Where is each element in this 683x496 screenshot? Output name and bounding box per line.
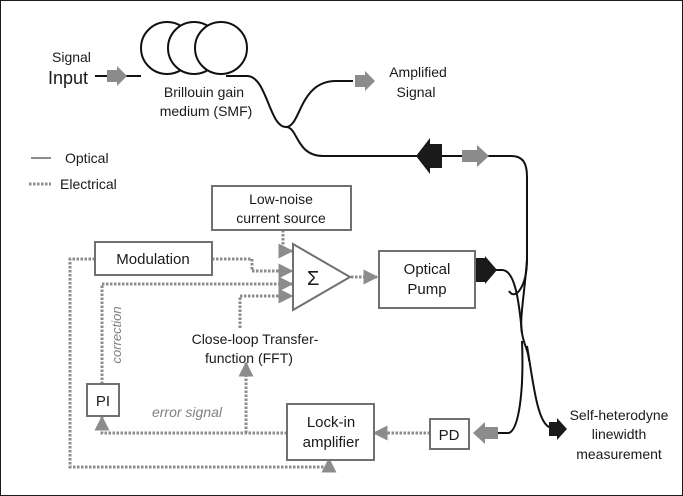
elec-modulation-to-lockin [68, 257, 337, 473]
box-lockin: Lock-in amplifier [286, 403, 375, 461]
current-source-label-2: current source [236, 210, 326, 226]
selfhet-label-3: measurement [576, 446, 662, 462]
elec-error-to-pi [94, 415, 287, 435]
fiber-amplified-out [285, 80, 353, 128]
transfer-label-1: Close-loop Transfer- [192, 331, 319, 347]
fiber-spool-to-coupler [226, 75, 287, 128]
forward-signal-arrow-icon [462, 145, 489, 167]
optical-fiber-paths [95, 75, 556, 434]
optical-pump-box [378, 250, 476, 309]
fiber-to-pd [493, 340, 524, 434]
pd-input-arrow-icon [473, 422, 498, 444]
optical-arrows [107, 66, 567, 444]
transfer-label-2: function (FFT) [205, 350, 293, 366]
legend-optical-label: Optical [65, 150, 109, 166]
elec-modulation-to-sum [212, 257, 294, 279]
gain-medium-label-1: Brillouin gain [164, 84, 244, 100]
elec-correction-to-sum [100, 276, 294, 384]
selfhet-label-1: Self-heterodyne [570, 407, 669, 423]
elec-transfer-to-sum [238, 288, 294, 328]
sum-symbol: Σ [307, 268, 319, 290]
elec-current-to-sum [278, 230, 294, 259]
box-pd: PD [429, 418, 470, 450]
pi-box [86, 383, 120, 417]
pi-label: PI [96, 393, 110, 410]
legend: Optical Electrical [29, 150, 117, 192]
modulation-label: Modulation [116, 251, 189, 268]
lockin-label-2: amplifier [303, 434, 360, 451]
current-source-label-1: Low-noise [249, 191, 313, 207]
amplified-label-2: Signal [397, 84, 436, 100]
current-source-box [211, 185, 352, 231]
fiber-spools [140, 21, 248, 75]
modulation-box [94, 241, 213, 276]
error-signal-label: error signal [152, 404, 223, 420]
lockin-box [286, 403, 375, 461]
fiber-loop-top [285, 126, 528, 296]
signal-label-2: Input [48, 68, 88, 88]
box-optical-pump: Optical Pump [378, 250, 476, 309]
summer-triangle [292, 242, 352, 312]
gain-medium-label-2: medium (SMF) [160, 103, 253, 119]
backward-pump-arrow-icon [416, 138, 442, 174]
amplified-signal-arrow-icon [355, 71, 375, 91]
signal-input-arrow-icon [107, 66, 127, 86]
correction-label: correction [109, 306, 124, 363]
selfhet-arrow-icon [549, 418, 567, 440]
signal-label-1: Signal [52, 49, 91, 65]
legend-electrical-label: Electrical [60, 176, 117, 192]
summing-amplifier: Σ [292, 242, 352, 312]
fiber-to-selfhet [526, 345, 556, 430]
electrical-paths [68, 230, 430, 473]
pd-box [429, 418, 470, 450]
fiber-pump-to-coupler [491, 269, 523, 334]
lockin-label-1: Lock-in [307, 414, 355, 431]
box-current-source: Low-noise current source [211, 185, 352, 231]
optical-pump-label-1: Optical [404, 261, 451, 278]
amplified-label-1: Amplified [389, 64, 447, 80]
optical-pump-label-2: Pump [407, 281, 446, 298]
pump-output-arrow-icon [473, 256, 497, 284]
pd-label: PD [439, 427, 460, 444]
spool-3 [194, 21, 248, 75]
box-pi: PI [86, 383, 120, 417]
box-modulation: Modulation [94, 241, 213, 276]
selfhet-label-2: linewidth [592, 426, 646, 442]
